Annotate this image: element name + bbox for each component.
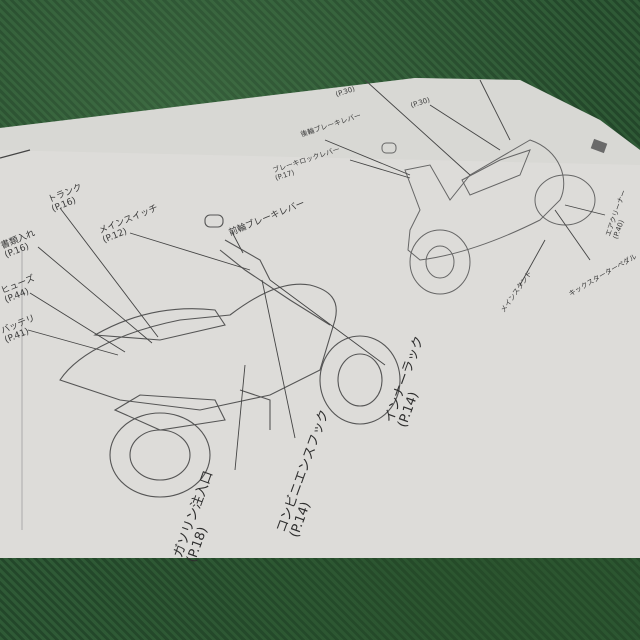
page-tab-marker <box>590 138 608 154</box>
leader-lines <box>27 79 606 471</box>
scooter-front-drawing <box>381 139 596 295</box>
scooter-side-drawing <box>59 214 401 498</box>
